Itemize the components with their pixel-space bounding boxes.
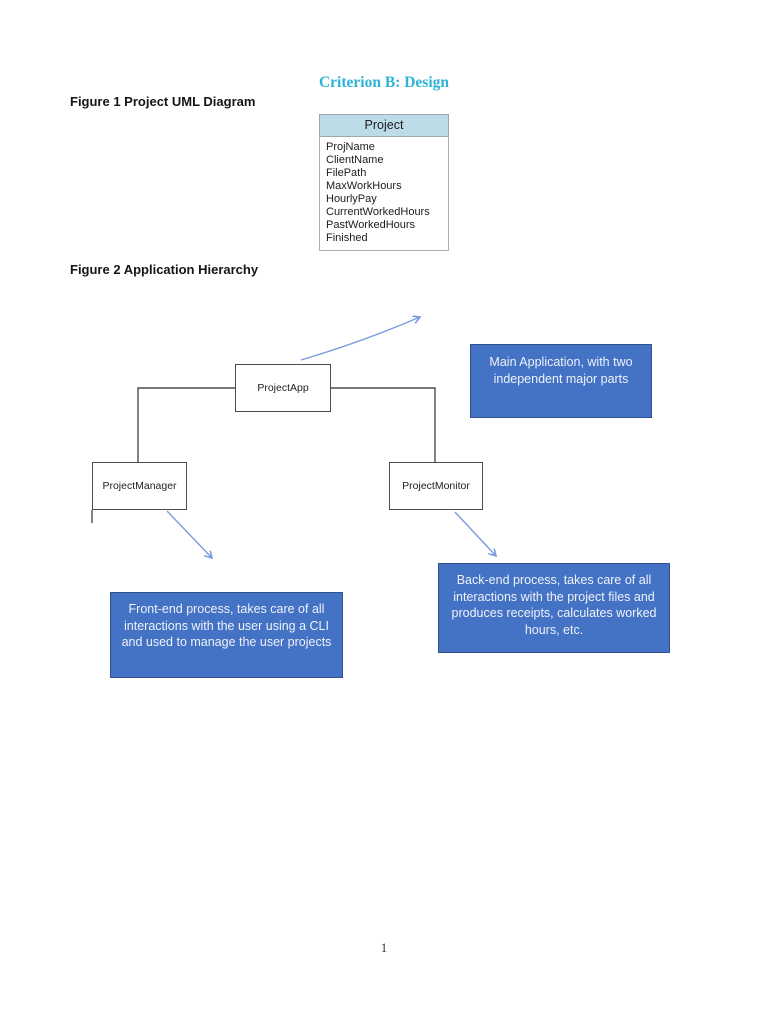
figure1-caption: Figure 1 Project UML Diagram [70,94,256,109]
callout-front-end: Front-end process, takes care of all int… [110,592,343,678]
uml-field: MaxWorkHours [326,180,402,192]
callout-back-end: Back-end process, takes care of all inte… [438,563,670,653]
uml-field: Finished [326,232,368,244]
node-projectmonitor-label: ProjectMonitor [402,480,470,492]
connector-line-right [331,387,436,462]
uml-class-box: Project ProjName ClientName FilePath Max… [319,114,449,251]
uml-class-fields: ProjName ClientName FilePath MaxWorkHour… [319,137,449,251]
uml-field: FilePath [326,167,367,179]
node-projectmanager-label: ProjectManager [102,480,177,492]
uml-field: PastWorkedHours [326,219,416,231]
node-projectmanager: ProjectManager [92,462,187,510]
annotation-arrow-backend [454,511,496,556]
annotation-arrow-frontend [166,510,212,558]
node-projectapp: ProjectApp [235,364,331,412]
uml-field: HourlyPay [326,193,377,205]
uml-class-name: Project [319,114,449,137]
connector-line-left [137,387,235,462]
callout-main-application: Main Application, with two independent m… [470,344,652,418]
node-projectmonitor: ProjectMonitor [389,462,483,510]
page-number: 1 [380,940,388,955]
uml-field: ProjName [326,141,375,153]
node-projectapp-label: ProjectApp [257,382,309,394]
uml-field: CurrentWorkedHours [326,206,430,218]
annotation-arrow-main [300,317,420,361]
page-title: Criterion B: Design [318,74,449,91]
uml-field: ClientName [326,154,384,166]
figure2-caption: Figure 2 Application Hierarchy [70,262,259,277]
